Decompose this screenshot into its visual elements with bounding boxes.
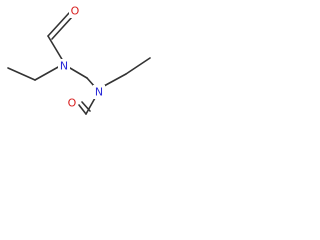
- bond-n-left-bridge: [69, 67, 88, 79]
- oxygen-atom-top: O: [71, 5, 80, 18]
- bond-n-left-ethyl-ch2: [34, 65, 61, 81]
- bond-n-right-formyl-carbon: [85, 97, 96, 115]
- bond-formyl-carbon-oxygen-top-a: [47, 12, 70, 37]
- oxygen-atom-bottom: O: [68, 97, 77, 110]
- bond-formyl-carbon-oxygen-top-b: [51, 16, 73, 40]
- bond-n-right-ethyl-ch2: [103, 73, 127, 87]
- bond-left-ethyl-ch3: [7, 67, 36, 81]
- bond-formyl-carbon-oxygen-bottom-a: [78, 104, 87, 115]
- molecule-structure: O N N O: [7, 5, 151, 115]
- nitrogen-atom-left: N: [60, 60, 68, 73]
- nitrogen-atom-right: N: [95, 86, 103, 99]
- bond-formyl-carbon-oxygen-bottom-b: [81, 101, 91, 112]
- bond-right-ethyl-ch3: [125, 57, 151, 75]
